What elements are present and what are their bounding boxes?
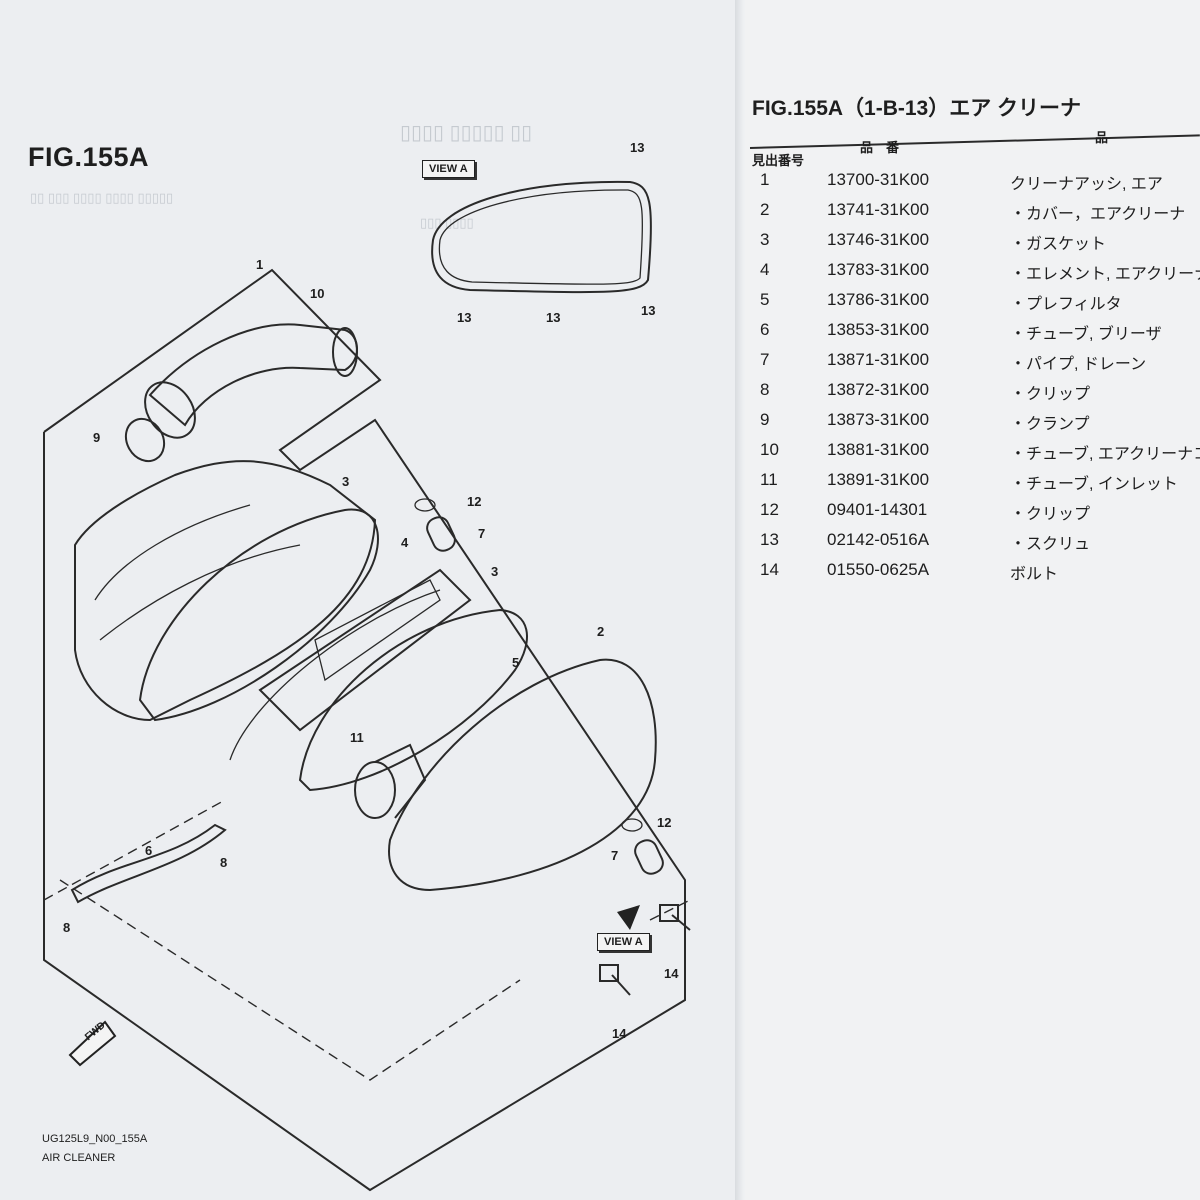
fwd-arrow	[68, 1020, 117, 1067]
figure-caption: AIR CLEANER	[42, 1152, 116, 1164]
callout-12: 12	[657, 815, 672, 830]
view-a-gasket	[431, 180, 652, 294]
left-page	[0, 0, 740, 1200]
callout-5: 5	[512, 655, 520, 670]
show-through-text: ▯▯▯▯ ▯▯▯▯▯ ▯▯	[400, 122, 533, 144]
bolt-lower	[599, 964, 631, 996]
right-page	[745, 0, 1200, 1200]
view-a-label-bottom: VIEW A	[597, 933, 650, 951]
bolt-upper	[659, 904, 691, 931]
header-part-no: 品 番	[860, 140, 900, 155]
callout-2: 2	[597, 624, 605, 639]
callout-3: 3	[342, 474, 350, 489]
header-ref-no: 見出番号	[752, 153, 805, 168]
callout-6: 6	[145, 843, 153, 858]
drain-pipe-lower	[634, 839, 664, 875]
callout-8: 8	[220, 855, 228, 870]
housing-shape	[74, 460, 377, 722]
header-part-name: 品	[1095, 130, 1109, 145]
view-a-label-top: VIEW A	[422, 160, 475, 178]
figure-code: UG125L9_N00_155A	[42, 1133, 148, 1145]
callout-12: 12	[467, 494, 482, 509]
callout-1: 1	[256, 257, 264, 272]
callout-7: 7	[611, 848, 619, 863]
callout-4: 4	[401, 535, 409, 550]
callout-14: 14	[612, 1026, 627, 1041]
callout-3: 3	[491, 564, 499, 579]
figure-title: FIG.155A	[28, 142, 150, 172]
callout-13: 13	[546, 310, 561, 325]
breather-tube	[70, 823, 227, 904]
view-arrow	[617, 905, 640, 930]
callout-13: 13	[457, 310, 472, 325]
callout-7: 7	[478, 526, 486, 541]
callout-13: 13	[641, 303, 656, 318]
exploded-diagram	[43, 180, 691, 1192]
table-title: FIG.155A（1-B-13）エア クリーナ	[752, 97, 1082, 120]
clamp-shape	[124, 417, 166, 463]
diagram-border	[43, 268, 686, 1192]
callout-11: 11	[350, 730, 364, 745]
cover-shape	[388, 658, 657, 892]
callout-13: 13	[630, 140, 645, 155]
drain-pipe-upper	[426, 516, 456, 552]
element-mesh	[314, 579, 441, 682]
callout-8: 8	[63, 920, 71, 935]
callout-14: 14	[664, 966, 679, 981]
show-through-text: ▯▯ ▯▯▯ ▯▯▯▯ ▯▯▯▯ ▯▯▯▯▯	[30, 190, 174, 205]
inlet-tube-shape	[148, 323, 358, 427]
element-shape	[258, 568, 472, 732]
gasket-shape	[138, 508, 379, 722]
callout-10: 10	[310, 286, 325, 301]
callout-9: 9	[93, 430, 101, 445]
inlet-11-shape	[354, 761, 396, 819]
